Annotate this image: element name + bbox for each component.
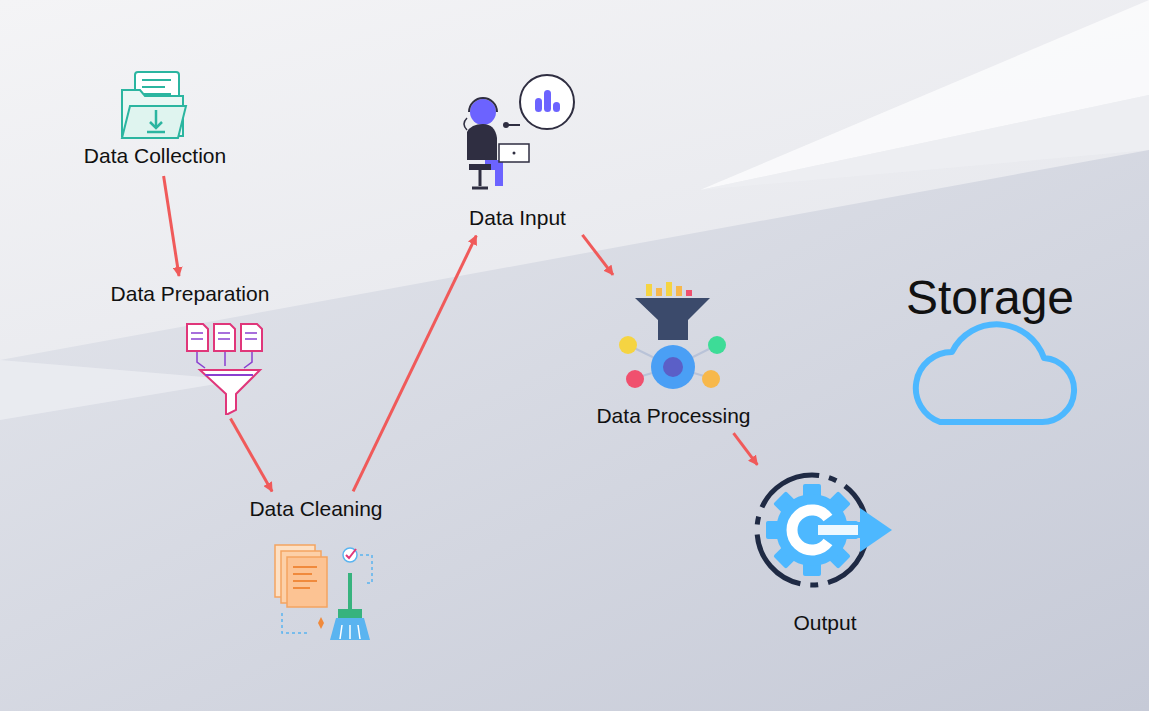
step-label: Data Preparation bbox=[105, 282, 276, 306]
flow-arrow bbox=[231, 419, 273, 492]
step-label: Data Cleaning bbox=[232, 497, 400, 521]
process-step: Data Input bbox=[455, 68, 580, 232]
process-step: Data Processing bbox=[590, 278, 757, 430]
process-step: Data Cleaning bbox=[232, 495, 400, 642]
step-label: Output bbox=[750, 611, 900, 635]
flow-arrow bbox=[734, 433, 758, 465]
flow-arrow bbox=[353, 236, 476, 492]
process-step: Storage bbox=[895, 270, 1085, 430]
flow-arrow bbox=[582, 235, 613, 275]
step-label: Data Processing bbox=[590, 404, 757, 428]
step-label: Storage bbox=[895, 270, 1085, 325]
flow-arrow bbox=[164, 176, 179, 276]
step-label: Data Input bbox=[455, 206, 580, 230]
process-step: Data Preparation bbox=[105, 280, 276, 415]
process-step: Data Collection bbox=[75, 68, 235, 172]
step-label: Data Collection bbox=[75, 144, 235, 168]
process-step: Output bbox=[750, 468, 900, 640]
